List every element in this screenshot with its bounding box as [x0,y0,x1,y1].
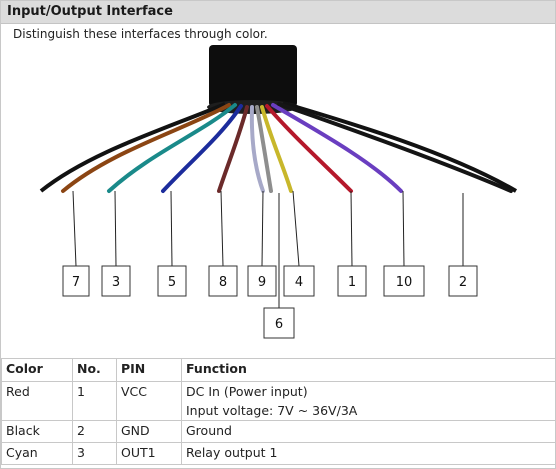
header-function: Function [181,358,555,382]
table-row: Cyan 3 OUT1 Relay output 1 [1,442,555,465]
header-no: No. [72,358,117,382]
cable-jacket [209,45,297,107]
callout-box [157,265,187,297]
callout-box [208,265,238,297]
callout-leader [402,190,405,267]
function-line: DC In (Power input) [186,384,308,399]
cell-function: Relay output 1 [181,442,555,465]
callout-box [448,265,478,297]
callout-box [247,265,277,297]
panel-header: Input/Output Interface [1,1,555,24]
cable-wiring-diagram: 7 3 5 8 9 6 4 1 10 2 [39,45,518,339]
wire-5 [161,104,243,193]
cell-color: Red [1,381,73,421]
wire-black-strand [39,102,226,193]
callout-box [62,265,90,297]
cell-function: DC In (Power input) Input voltage: 7V ~ … [181,381,555,421]
callout-leader [114,190,117,267]
wire-bundle [39,101,518,193]
cell-no: 1 [72,381,117,421]
callout-box [383,265,425,297]
callout-label: 7 [72,275,80,290]
cell-pin: OUT1 [116,442,182,465]
pin-table: Color No. PIN Function Red 1 VCC DC In (… [1,358,555,465]
cell-pin: GND [116,420,182,443]
callout-leader [72,190,77,267]
cell-function: Ground [181,420,555,443]
panel-subtitle: Distinguish these interfaces through col… [13,27,268,41]
cell-color: Cyan [1,442,73,465]
callout-label: 8 [219,275,227,290]
callout-label: 4 [295,275,303,290]
callout-label: 6 [275,317,283,332]
cell-pin: VCC [116,381,182,421]
callout-label: 9 [258,275,266,290]
callout-box [337,265,367,297]
cell-no: 3 [72,442,117,465]
wire-2 [277,102,513,193]
callout-label: 10 [396,275,413,290]
wire-10 [271,103,403,193]
callout-label: 3 [112,275,120,290]
wire-1 [265,104,353,193]
callout-box [263,307,295,339]
callout-label: 1 [348,275,356,290]
callout-leader [220,190,224,267]
cell-color: Black [1,420,73,443]
callout-box [283,265,315,297]
header-color: Color [1,358,73,382]
table-row: Black 2 GND Ground [1,420,555,443]
wire-callouts: 7 3 5 8 9 6 4 1 10 2 [62,190,478,339]
function-detail: Input voltage: 7V ~ 36V/3A [186,403,358,418]
pin-table-header: Color No. PIN Function [1,358,555,382]
callout-leader [170,190,173,267]
header-pin: PIN [116,358,182,382]
callout-label: 2 [459,275,467,290]
wire-3 [107,103,237,193]
wire-6 [255,105,273,193]
wire-7 [61,103,231,193]
cell-no: 2 [72,420,117,443]
callout-leader [292,190,300,267]
panel-title: Input/Output Interface [7,4,173,19]
table-row: Red 1 VCC DC In (Power input) Input volt… [1,381,555,421]
wire-black-strand [282,101,518,193]
wire-4 [260,105,293,193]
callout-leader [261,190,264,267]
wire-9 [249,105,265,193]
callout-leader [350,190,353,267]
callout-box [101,265,131,297]
callout-label: 5 [168,275,176,290]
wire-8 [217,105,249,193]
